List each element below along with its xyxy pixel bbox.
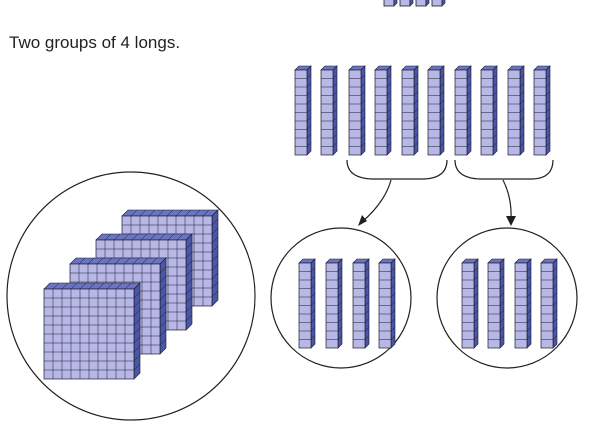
long-rod	[514, 258, 532, 349]
top-partial-blocks	[383, 0, 446, 7]
partial-block-side	[441, 0, 446, 7]
arrowhead-2	[506, 216, 516, 226]
long-rod	[320, 65, 338, 156]
brace-group-1	[346, 159, 448, 180]
long-rod	[374, 65, 392, 156]
arrow-2	[502, 179, 512, 220]
partial-block	[431, 0, 443, 7]
arrowhead-1	[358, 215, 367, 226]
long-rod	[401, 65, 419, 156]
caption: Two groups of 4 longs.	[9, 33, 181, 52]
long-rod	[454, 65, 472, 156]
long-rod	[348, 65, 366, 156]
partial-block-side	[425, 0, 430, 7]
flats-circle	[6, 171, 256, 421]
long-rod	[352, 258, 370, 349]
long-rod	[461, 258, 479, 349]
partial-block-side	[409, 0, 414, 7]
long-rod	[427, 65, 445, 156]
long-rod	[507, 65, 525, 156]
arrow-1	[361, 179, 392, 223]
long-rod	[294, 65, 312, 156]
long-rod	[487, 258, 505, 349]
group-circle-2	[436, 227, 578, 369]
partial-block	[399, 0, 411, 7]
partial-block-side	[393, 0, 398, 7]
long-rod	[325, 258, 343, 349]
flat	[43, 282, 141, 380]
long-rod	[480, 65, 498, 156]
long-rod	[540, 258, 558, 349]
brace-group-2	[454, 159, 554, 180]
long-rod	[378, 258, 396, 349]
group-circle-1	[270, 227, 412, 369]
long-rod	[533, 65, 551, 156]
long-rod	[298, 258, 316, 349]
partial-block	[415, 0, 427, 7]
flat	[121, 209, 219, 307]
partial-block	[383, 0, 395, 7]
group-braces	[346, 159, 554, 226]
longs-row	[294, 65, 551, 156]
